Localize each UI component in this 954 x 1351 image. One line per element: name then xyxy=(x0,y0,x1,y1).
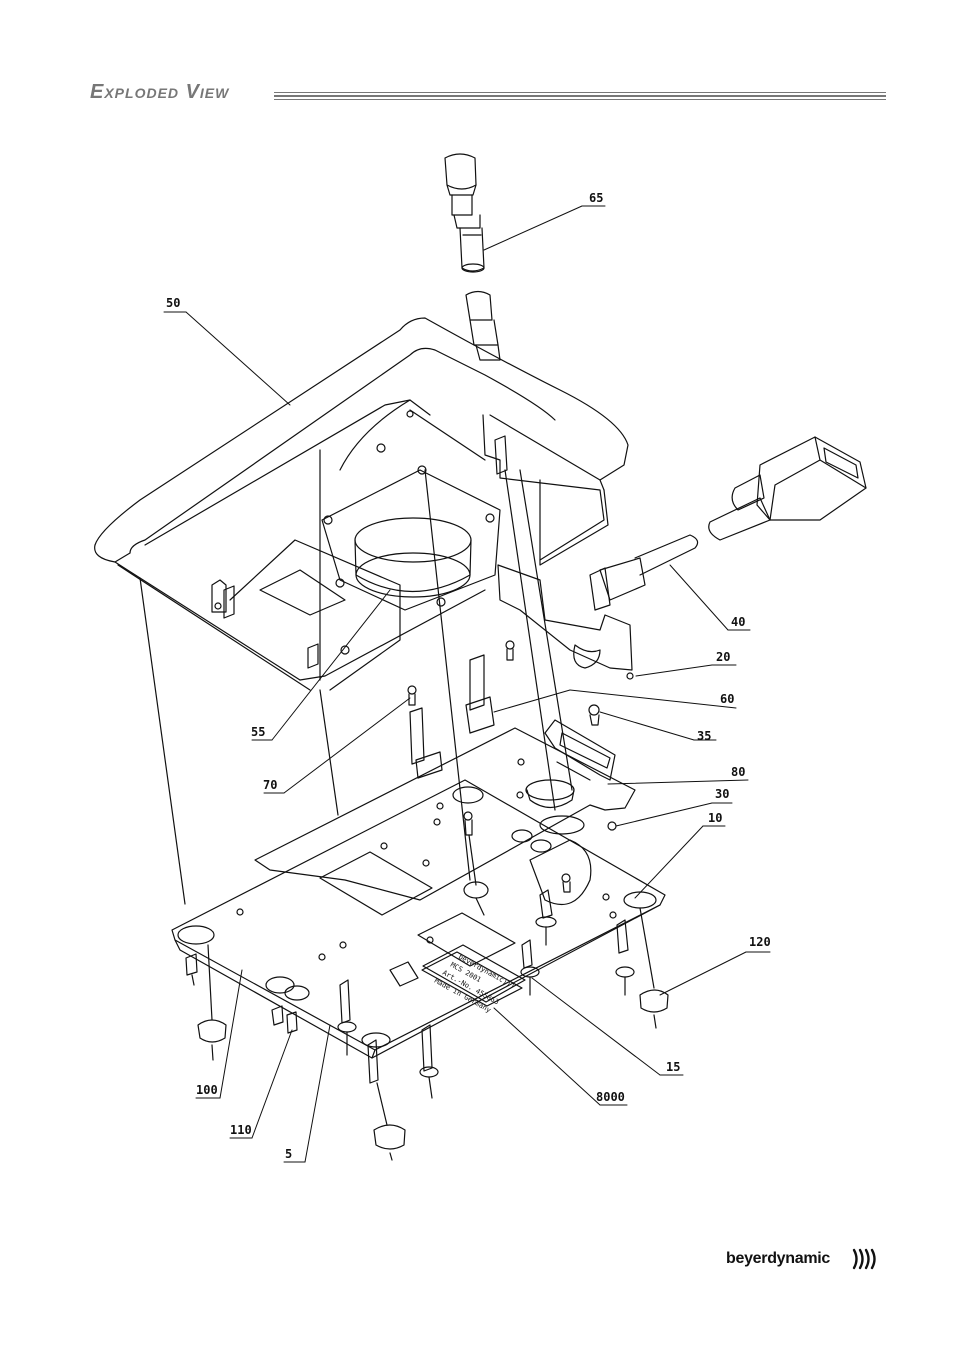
screws xyxy=(340,597,617,831)
callout-80: 80 xyxy=(731,765,745,779)
header-rule xyxy=(274,99,886,100)
part-80-pcb xyxy=(254,719,636,901)
part-8000-label-plate xyxy=(421,951,523,1007)
callout-5: 5 xyxy=(285,1147,292,1161)
part-65-connector xyxy=(444,153,485,273)
page-header: Exploded View xyxy=(90,80,886,110)
callout-50: 50 xyxy=(166,296,180,310)
callout-15: 15 xyxy=(666,1060,680,1074)
callout-110: 110 xyxy=(230,1123,252,1137)
callout-30: 30 xyxy=(715,787,729,801)
callout-8000: 8000 xyxy=(596,1090,625,1104)
part-20-bracket xyxy=(497,564,634,680)
header-rule xyxy=(274,95,886,97)
page-title: Exploded View xyxy=(90,81,230,103)
brand-logo: beyerdynamic xyxy=(726,1250,831,1267)
part-15-feet xyxy=(337,811,635,1099)
callouts: 65 50 40 20 60 35 55 70 80 30 10 120 15 … xyxy=(166,191,771,1161)
callout-60: 60 xyxy=(720,692,734,706)
callout-100: 100 xyxy=(196,1083,218,1097)
part-110-screws xyxy=(185,953,298,1034)
callout-40: 40 xyxy=(731,615,745,629)
callout-35: 35 xyxy=(697,729,711,743)
callout-55: 55 xyxy=(251,725,265,739)
brand-waves-icon xyxy=(852,1248,876,1270)
header-rule xyxy=(274,92,886,93)
part-10-base xyxy=(171,779,666,1059)
shaft xyxy=(465,290,501,361)
part-40-cable xyxy=(589,436,867,611)
callout-10: 10 xyxy=(708,811,722,825)
callout-65: 65 xyxy=(589,191,603,205)
callout-120: 120 xyxy=(749,935,771,949)
leader-lines xyxy=(163,205,771,1163)
part-50-housing xyxy=(94,317,629,691)
callout-70: 70 xyxy=(263,778,277,792)
label-plate-text: beyerdynamic))) MCS 2001 Art.-No. 455863… xyxy=(433,953,516,1015)
callout-20: 20 xyxy=(716,650,730,664)
part-60-connector xyxy=(409,654,495,779)
part-120-rubber-feet xyxy=(197,907,669,1161)
